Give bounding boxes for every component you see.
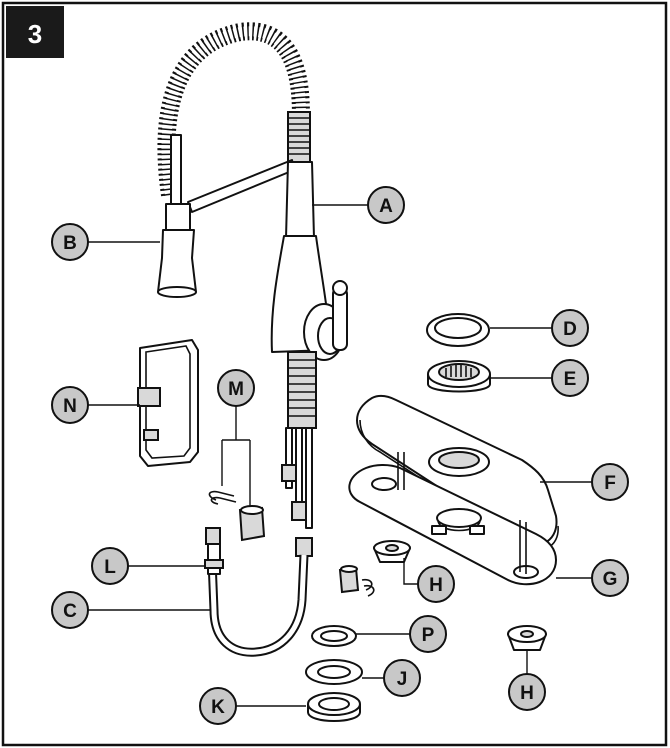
callout-d: D <box>551 309 589 347</box>
callout-b: B <box>51 223 89 261</box>
svg-text:D: D <box>563 319 577 340</box>
callout-g: G <box>591 559 629 597</box>
clip-and-coupling <box>208 490 266 542</box>
callout-l: L <box>91 547 129 585</box>
callout-c: C <box>51 591 89 629</box>
svg-text:B: B <box>63 233 77 254</box>
hose-weight <box>137 339 199 467</box>
svg-text:H: H <box>520 683 534 704</box>
svg-text:M: M <box>228 379 244 400</box>
svg-text:L: L <box>104 557 116 578</box>
threaded-ring-e <box>427 360 491 393</box>
step-badge: 3 <box>6 6 64 58</box>
svg-text:E: E <box>564 369 577 390</box>
callout-f: F <box>591 463 629 501</box>
callout-p: P <box>409 615 447 653</box>
washer-p <box>311 625 357 647</box>
washer-j <box>305 659 363 685</box>
callout-h-left: H <box>417 565 455 603</box>
svg-text:G: G <box>603 569 618 590</box>
callout-a: A <box>367 186 405 224</box>
mounting-nut-h-right <box>507 625 547 651</box>
svg-text:N: N <box>63 396 77 417</box>
svg-text:J: J <box>397 669 408 690</box>
leader-lines <box>88 204 592 707</box>
gasket-plate-g <box>348 452 557 586</box>
svg-text:C: C <box>63 601 77 622</box>
callout-e: E <box>551 359 589 397</box>
escutcheon-ring-d <box>426 313 490 347</box>
svg-text:K: K <box>211 697 225 718</box>
callout-j: J <box>383 659 421 697</box>
callout-k: K <box>199 687 237 725</box>
svg-text:H: H <box>429 575 443 596</box>
spray-head <box>157 203 197 298</box>
svg-text:P: P <box>422 625 435 646</box>
svg-text:A: A <box>379 196 393 217</box>
faucet-body <box>157 22 348 557</box>
callout-n: N <box>51 386 89 424</box>
quick-connector <box>204 527 224 575</box>
spray-hose <box>207 554 309 657</box>
svg-text:F: F <box>604 473 616 494</box>
step-number: 3 <box>28 19 42 49</box>
callout-m: M <box>217 369 255 407</box>
nut-k <box>307 692 361 722</box>
small-coupling <box>338 565 375 597</box>
callout-h-right: H <box>508 673 546 711</box>
